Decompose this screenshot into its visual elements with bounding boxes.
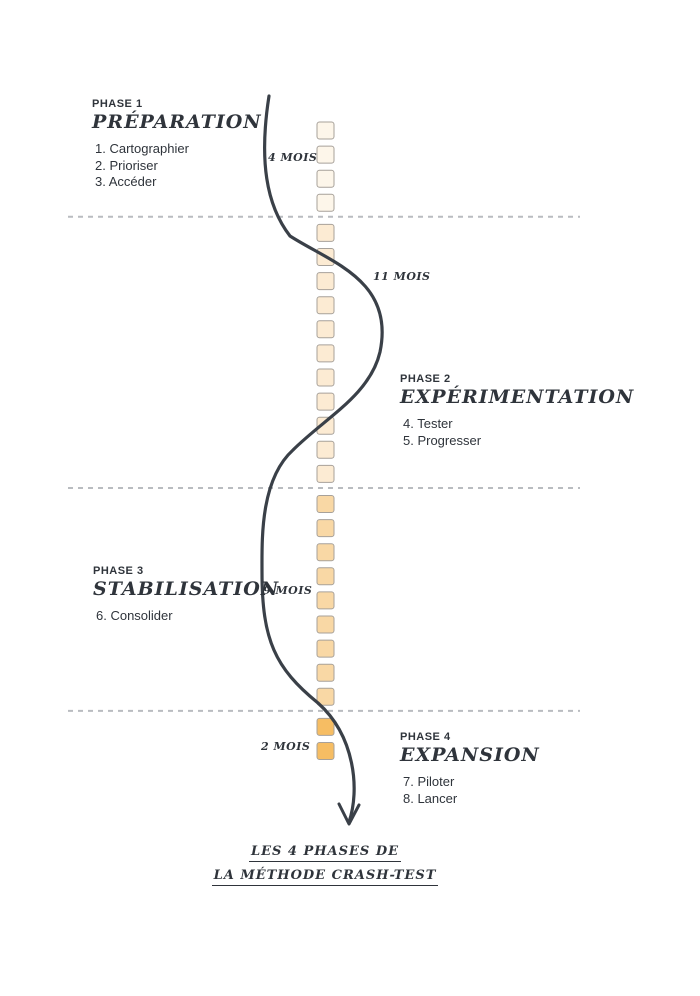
month-square-phase-2 bbox=[316, 296, 335, 315]
month-square-phase-3 bbox=[316, 519, 335, 538]
phase-3-title: Stabilisation bbox=[93, 578, 280, 600]
timeline-curve bbox=[260, 94, 384, 824]
step-item: 5. Progresser bbox=[403, 432, 482, 448]
month-square-phase-3 bbox=[316, 543, 335, 562]
month-squares bbox=[316, 121, 335, 760]
phase-3-steps: 6. Consolider bbox=[93, 608, 279, 625]
step-item: 4. Tester bbox=[403, 416, 453, 431]
step-item: 2. Prioriser bbox=[95, 157, 158, 173]
step-item: 3. Accéder bbox=[95, 174, 157, 189]
arrow-head-icon bbox=[337, 802, 361, 826]
month-square-phase-1 bbox=[316, 169, 335, 188]
phase-4-block: PHASE 4 Expansion 7. Piloter 8. Lancer bbox=[400, 731, 540, 807]
phase-4-label: PHASE 4 bbox=[400, 731, 451, 743]
month-square-phase-2 bbox=[316, 223, 335, 242]
month-square-phase-3 bbox=[316, 615, 335, 634]
month-square-phase-1 bbox=[316, 145, 335, 164]
phase-2-steps: 4. Tester 5. Progresser bbox=[400, 416, 634, 449]
month-square-phase-2 bbox=[316, 344, 335, 363]
caption-line-1: Les 4 phases de bbox=[248, 844, 402, 862]
month-square-phase-2 bbox=[316, 368, 335, 387]
month-square-phase-1 bbox=[316, 121, 335, 140]
month-square-phase-2 bbox=[316, 440, 335, 459]
month-square-phase-3 bbox=[316, 591, 335, 610]
month-square-phase-2 bbox=[316, 320, 335, 339]
month-square-phase-2 bbox=[316, 416, 335, 435]
phase-3-label: PHASE 3 bbox=[93, 565, 144, 577]
month-square-phase-3 bbox=[316, 663, 335, 682]
phase-4-title: Expansion bbox=[400, 744, 540, 766]
month-square-phase-1 bbox=[316, 193, 335, 212]
phase-2-title: Expérimentation bbox=[400, 386, 635, 408]
phase-1-steps: 1. Cartographier 2. Prioriser 3. Accéder bbox=[92, 141, 262, 191]
phase-3-block: PHASE 3 Stabilisation 6. Consolider bbox=[93, 565, 279, 625]
duration-label-phase-4: 2 MOIS bbox=[260, 740, 310, 753]
caption-line-2: la méthode crash-test bbox=[211, 868, 439, 886]
phase-dividers bbox=[68, 215, 580, 712]
diagram-caption: Les 4 phases de la méthode crash-test bbox=[200, 842, 450, 890]
duration-label-phase-1: 4 MOIS bbox=[268, 151, 317, 164]
phase-4-steps: 7. Piloter 8. Lancer bbox=[400, 774, 540, 807]
phase-2-block: PHASE 2 Expérimentation 4. Tester 5. Pro… bbox=[400, 373, 634, 449]
month-square-phase-3 bbox=[316, 639, 335, 658]
phase-1-label: PHASE 1 bbox=[92, 98, 143, 110]
duration-label-phase-2: 11 MOIS bbox=[373, 270, 431, 283]
month-square-phase-4 bbox=[316, 717, 335, 736]
month-square-phase-3 bbox=[316, 567, 335, 586]
month-square-phase-2 bbox=[316, 464, 335, 483]
duration-label-phase-3: 9 MOIS bbox=[263, 584, 312, 597]
month-square-phase-3 bbox=[316, 495, 335, 513]
month-square-phase-3 bbox=[316, 687, 335, 706]
step-item: 1. Cartographier bbox=[95, 141, 189, 156]
month-square-phase-2 bbox=[316, 392, 335, 411]
month-square-phase-4 bbox=[316, 742, 335, 760]
step-item: 6. Consolider bbox=[96, 608, 173, 623]
step-item: 8. Lancer bbox=[403, 790, 458, 806]
duration-labels: 4 MOIS 11 MOIS 9 MOIS 2 MOIS bbox=[260, 151, 431, 753]
month-square-phase-2 bbox=[316, 272, 335, 291]
step-item: 7. Piloter bbox=[403, 774, 455, 789]
phase-1-block: PHASE 1 Préparation 1. Cartographier 2. … bbox=[92, 98, 262, 191]
phase-2-label: PHASE 2 bbox=[400, 373, 451, 385]
phase-1-title: Préparation bbox=[92, 111, 262, 133]
